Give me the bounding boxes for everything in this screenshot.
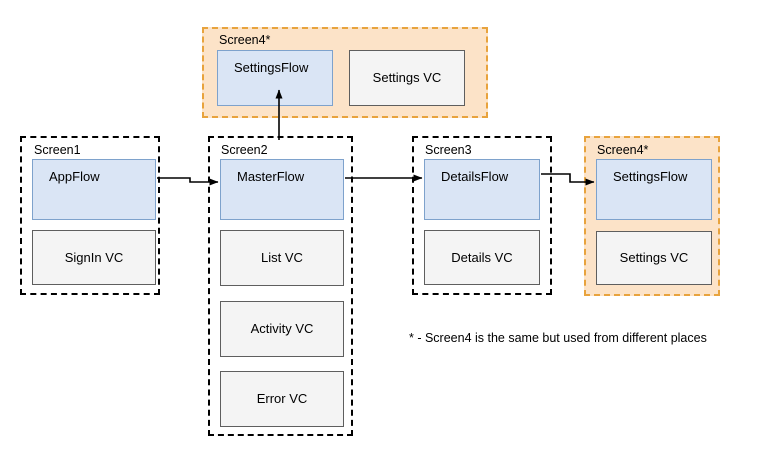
- screen-group-title-screen3: Screen3: [425, 143, 472, 157]
- node-label-settingsflow-top: SettingsFlow: [234, 60, 309, 75]
- screen-group-screen3[interactable]: [412, 136, 552, 295]
- node-settingsflow-top[interactable]: SettingsFlow: [217, 50, 333, 106]
- node-detailsflow[interactable]: DetailsFlow: [424, 159, 540, 220]
- node-label-signin-vc: SignIn VC: [64, 249, 124, 265]
- node-label-activity-vc: Activity VC: [250, 321, 314, 336]
- footnote-text: * - Screen4 is the same but used from di…: [409, 331, 707, 345]
- node-details-vc[interactable]: Details VC: [424, 230, 540, 285]
- screen-group-title-screen2: Screen2: [221, 143, 268, 157]
- node-masterflow[interactable]: MasterFlow: [220, 159, 344, 220]
- node-signin-vc[interactable]: SignIn VC: [32, 230, 156, 285]
- screen-group-screen2[interactable]: [208, 136, 353, 436]
- node-label-settings-vc-top: Settings VC: [372, 70, 442, 85]
- node-label-detailsflow: DetailsFlow: [441, 169, 509, 184]
- node-label-details-vc: Details VC: [451, 249, 513, 265]
- node-settings-vc-right[interactable]: Settings VC: [596, 231, 712, 285]
- node-label-masterflow: MasterFlow: [237, 169, 305, 184]
- screen-group-title-screen4-right: Screen4*: [597, 143, 649, 157]
- node-settings-vc-top[interactable]: Settings VC: [349, 50, 465, 106]
- node-error-vc[interactable]: Error VC: [220, 371, 344, 427]
- screen-group-title-screen1: Screen1: [34, 143, 81, 157]
- node-settingsflow-right[interactable]: SettingsFlow: [596, 159, 712, 220]
- screen-group-title-screen4-top: Screen4*: [219, 33, 271, 47]
- node-label-settings-vc-right: Settings VC: [619, 250, 689, 265]
- node-label-settingsflow-right: SettingsFlow: [613, 169, 688, 184]
- node-list-vc[interactable]: List VC: [220, 230, 344, 286]
- node-label-error-vc: Error VC: [256, 391, 308, 406]
- node-label-appflow: AppFlow: [49, 169, 100, 184]
- screen-group-screen1[interactable]: [20, 136, 160, 295]
- node-activity-vc[interactable]: Activity VC: [220, 301, 344, 357]
- node-appflow[interactable]: AppFlow: [32, 159, 156, 220]
- node-label-list-vc: List VC: [261, 250, 303, 265]
